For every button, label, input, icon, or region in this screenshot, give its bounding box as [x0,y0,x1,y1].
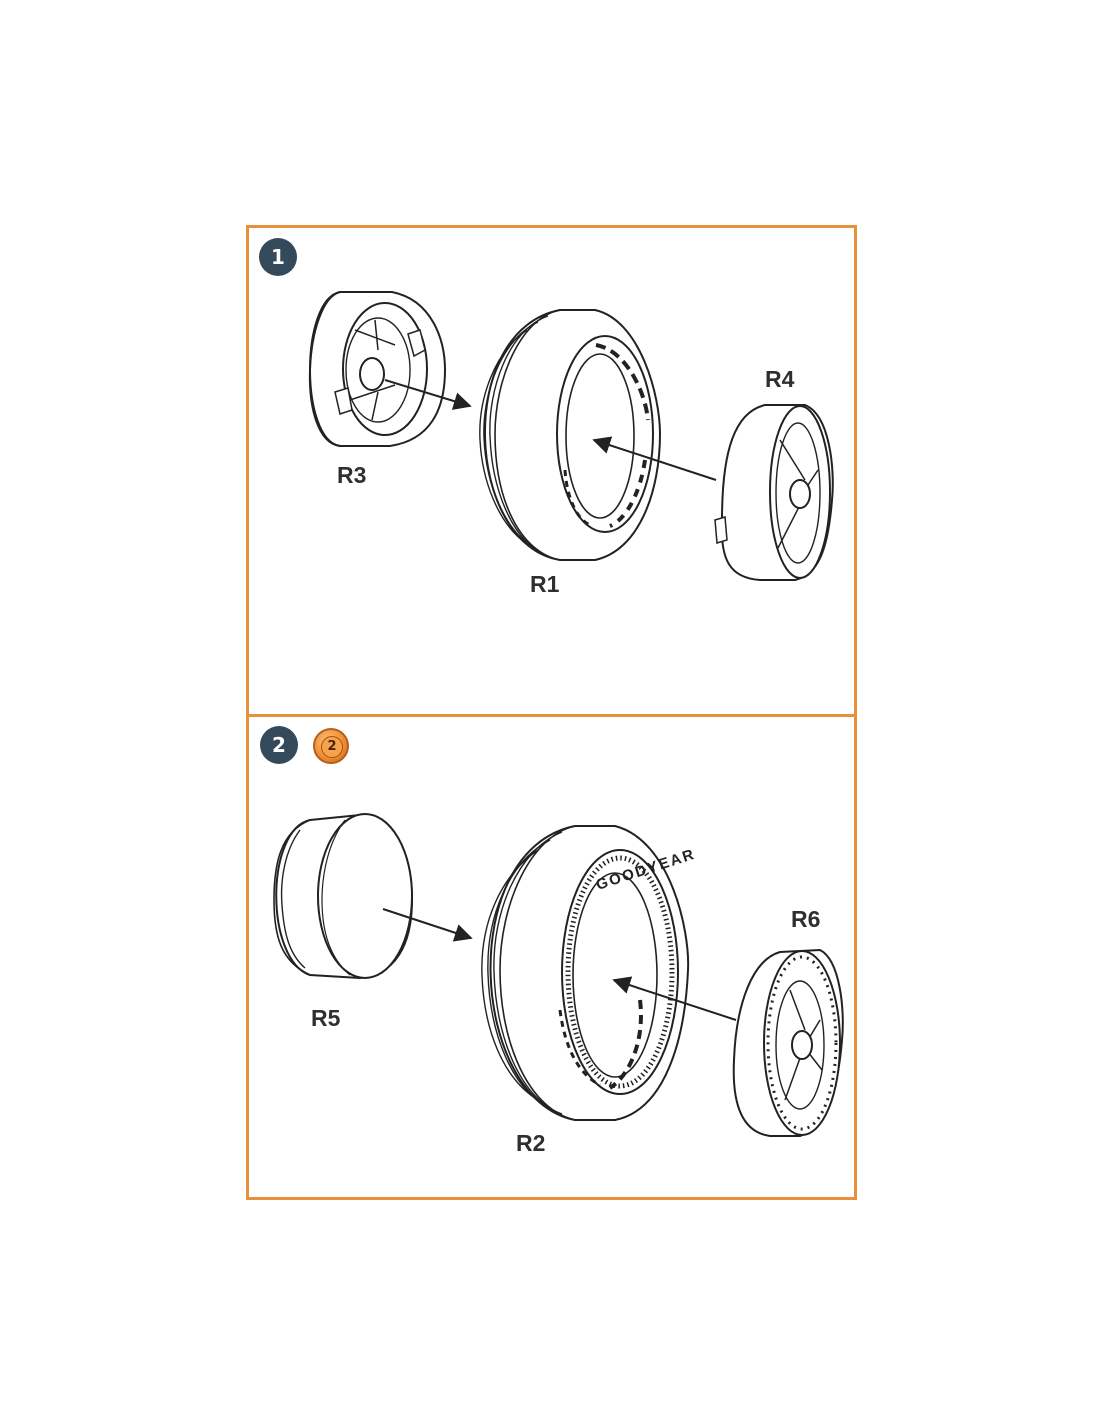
label-r6: R6 [791,906,821,932]
part-r5-cap [273,813,414,980]
part-r1-tire [479,309,662,561]
step-1-badge: 1 [259,238,297,276]
part-r6-hub [732,948,844,1137]
label-r5: R5 [311,1005,341,1031]
part-r2-tire [481,825,690,1121]
label-r3: R3 [337,462,367,488]
instruction-frame [246,225,857,1200]
arrow-r4-to-r1 [592,436,717,481]
step-2-badge: 2 [260,726,298,764]
arrow-r6-to-r2 [612,976,737,1021]
step-divider [246,714,857,717]
part-r4-hub [714,404,834,581]
arrow-r5-to-r2 [382,908,473,942]
label-r4: R4 [765,366,795,392]
arrow-r3-to-r1 [384,379,472,410]
label-r2: R2 [516,1130,546,1156]
alt-version-number: 2 [321,736,343,758]
part-r3-hub [308,291,447,447]
label-r1: R1 [530,571,560,597]
alt-version-badge: 2 [313,728,349,764]
